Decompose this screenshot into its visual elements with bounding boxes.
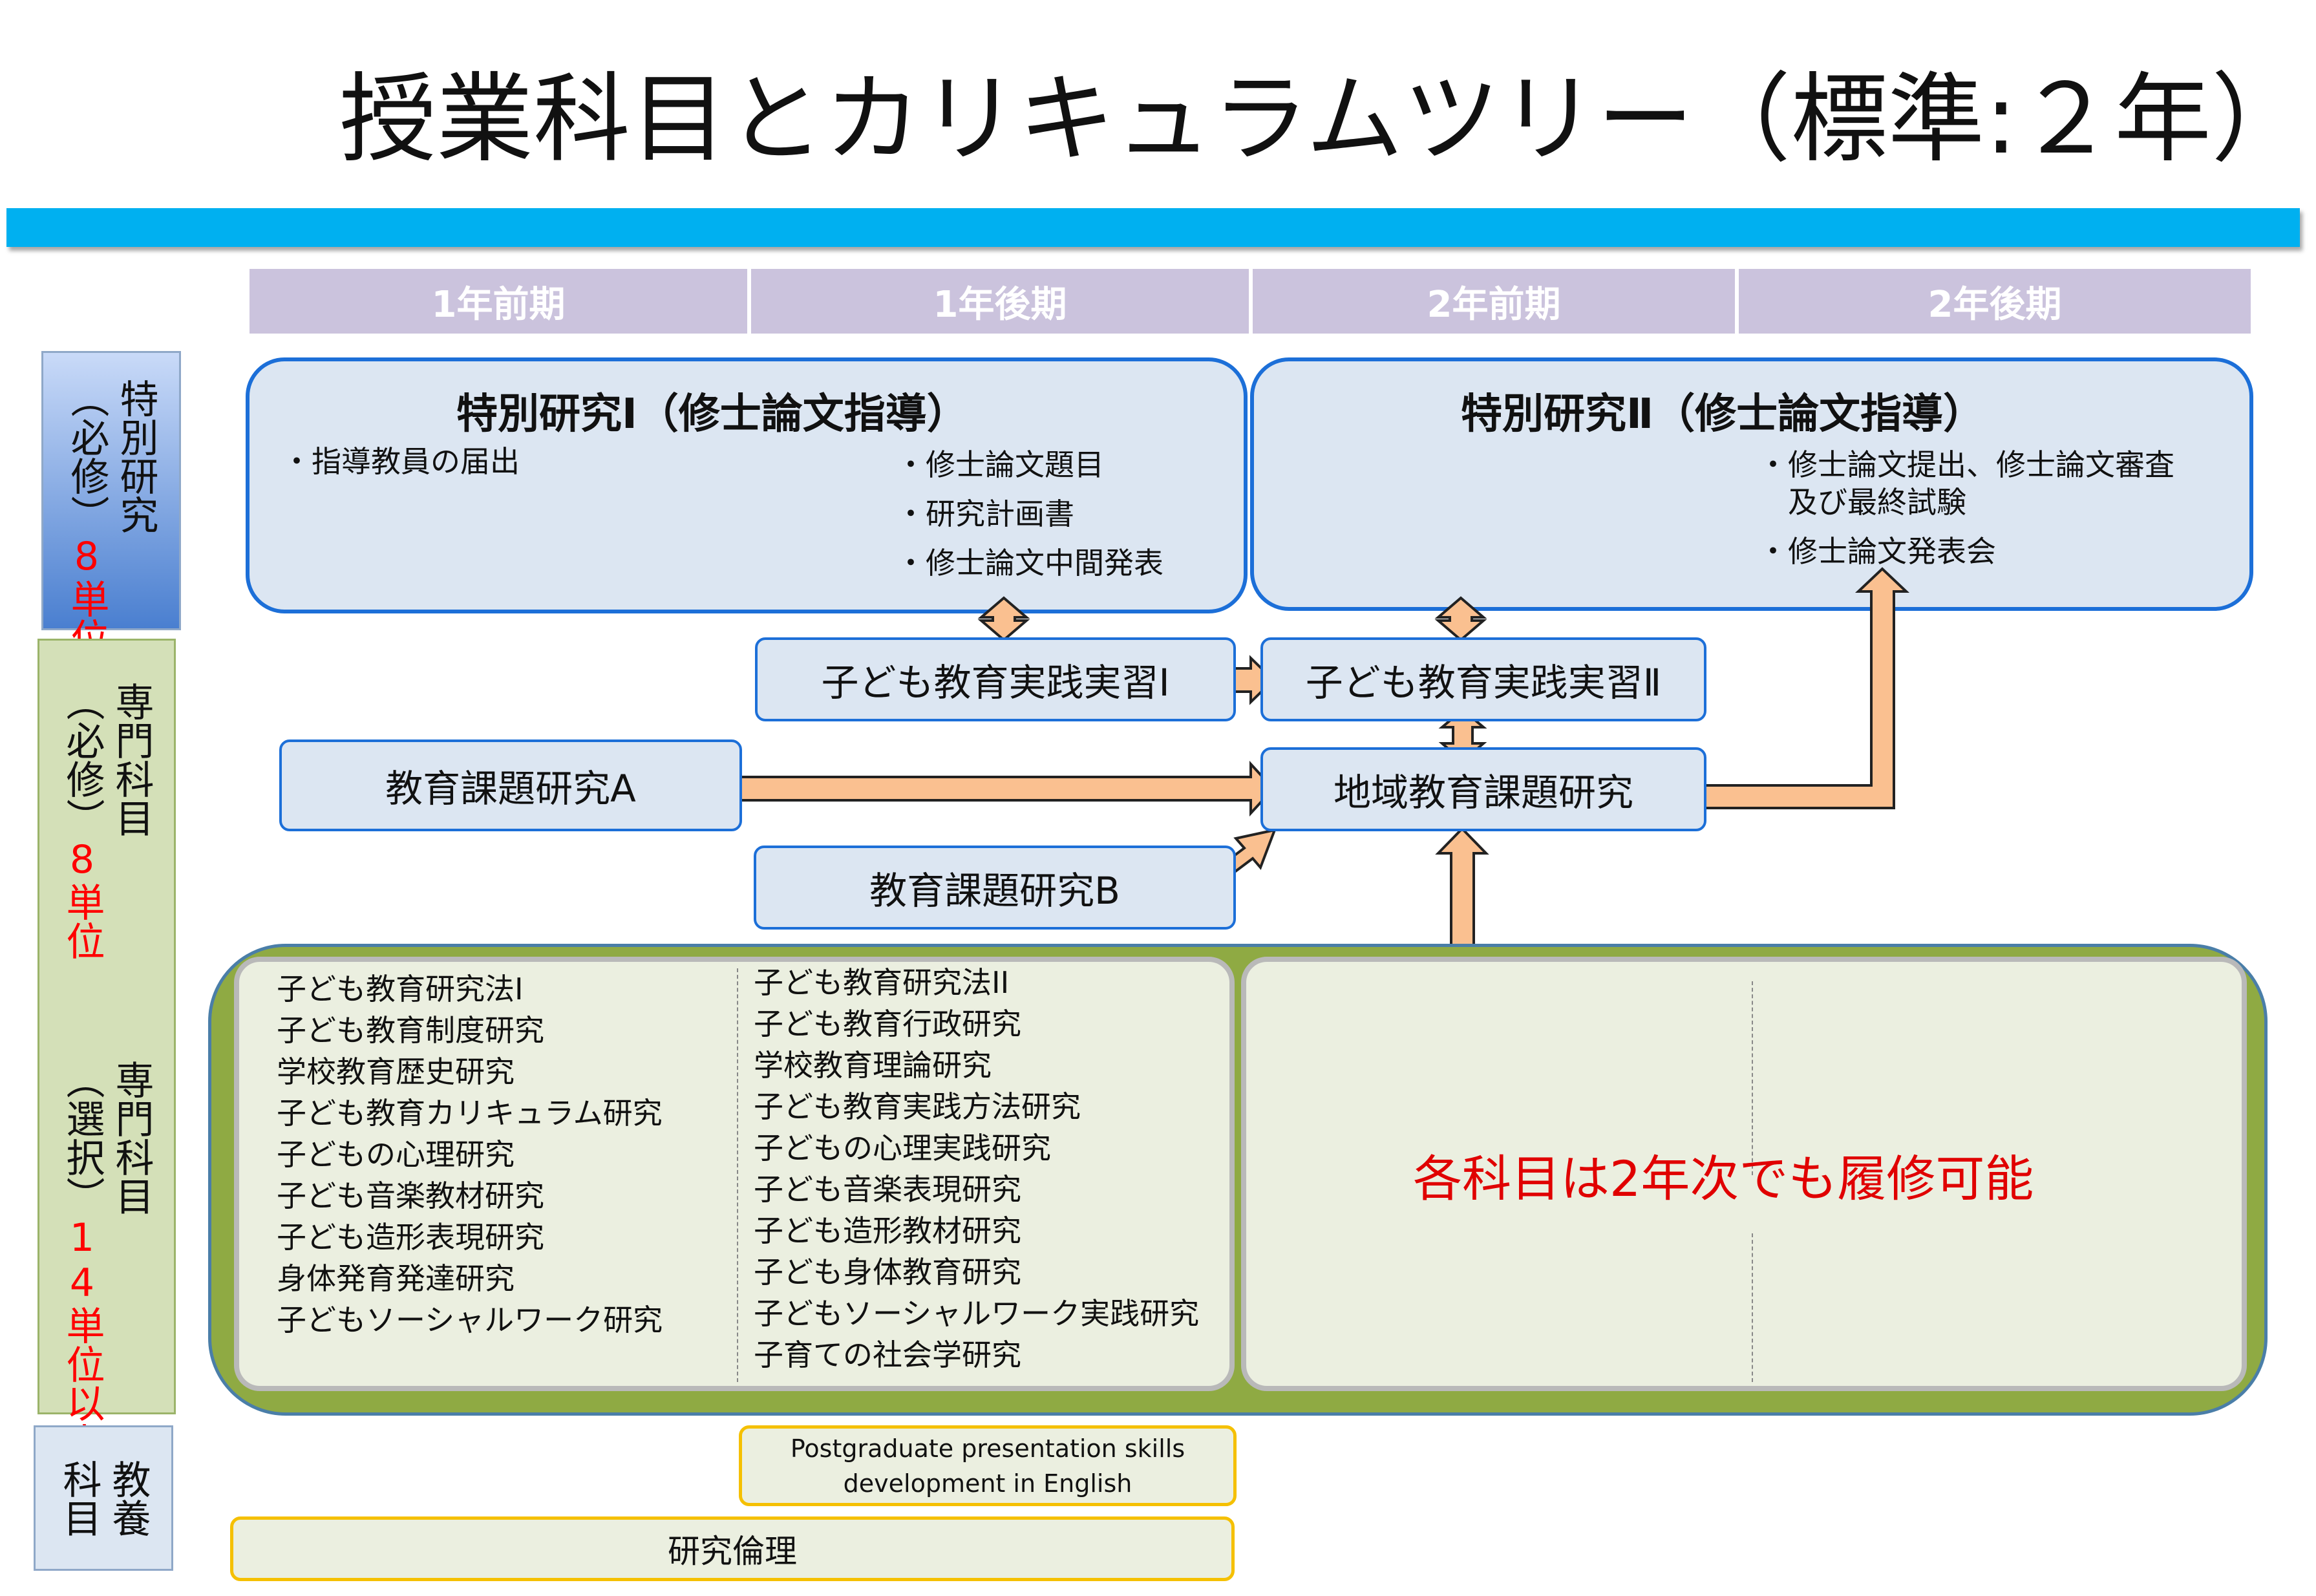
elective-course: 子ども教育カリキュラム研究 (277, 1096, 663, 1131)
research1-item: ・指導教員の届出 (282, 444, 520, 479)
semester-header-2: 1年後期 (751, 269, 1249, 334)
elective-course: 学校教育理論研究 (754, 1048, 992, 1083)
row-label-credits: 14単位以上 (59, 1215, 105, 1461)
double-arrow (1434, 596, 1487, 642)
subject-regional: 地域教育課題研究 (1260, 747, 1706, 831)
semester-header-4: 2年後期 (1739, 269, 2251, 334)
special-research-2-heading: 特別研究Ⅱ（修士論文指導） (1461, 390, 1985, 438)
row-label-credits: 8単位 (64, 534, 109, 657)
research1-item: ・修士論文中間発表 (896, 546, 1163, 580)
row-label-credits: 8単位 (59, 837, 105, 960)
elective-course: 子どもの心理実践研究 (754, 1131, 1051, 1165)
row-label-subtitle: 科目 (56, 1459, 101, 1537)
elective-course: 子ども教育実践方法研究 (754, 1089, 1081, 1124)
subject-practice-2: 子ども教育実践実習Ⅱ (1260, 637, 1706, 721)
semester-header-3: 2年前期 (1253, 269, 1735, 334)
row-label-required-specialized: 専門科目 （必修） 8単位 (37, 682, 176, 960)
course-title-line: development in English (843, 1469, 1132, 1498)
elective-note: 各科目は2年次でも履修可能 (1413, 1150, 2034, 1208)
elective-course: 身体発育発達研究 (277, 1261, 515, 1296)
research1-item: ・研究計画書 (896, 496, 1074, 531)
elective-course: 子ども音楽教材研究 (277, 1178, 544, 1213)
subject-practice-1: 子ども教育実践実習Ⅰ (755, 637, 1236, 721)
semester-header-1: 1年前期 (250, 269, 747, 334)
elective-course: 子ども教育制度研究 (277, 1013, 544, 1048)
column-divider (737, 968, 738, 1382)
row-label-title: 特別研究 (113, 379, 158, 534)
elective-course: 子ども身体教育研究 (754, 1255, 1021, 1290)
research-ethics-course: 研究倫理 (230, 1516, 1235, 1581)
row-label-title: 専門科目 (109, 1060, 154, 1215)
elective-course: 子ども教育研究法I (277, 972, 524, 1006)
elective-course: 子どもソーシャルワーク研究 (277, 1303, 663, 1337)
row-label-title: 教養 (105, 1459, 151, 1537)
row-label-title: 専門科目 (109, 682, 154, 837)
elective-course: 子どもソーシャルワーク実践研究 (754, 1296, 1200, 1331)
research1-item: ・修士論文題目 (896, 447, 1104, 482)
row-label-elective-specialized: 専門科目 （選択） 14単位以上 (37, 1060, 176, 1461)
row-label-specialized-group (37, 639, 176, 1414)
special-research-1-heading: 特別研究Ⅰ（修士論文指導） (456, 390, 968, 438)
elective-course: 子ども教育研究法II (754, 965, 1010, 1000)
research2-item: 及び最終試験 (1758, 485, 1966, 520)
subject-issue-a: 教育課題研究A (279, 739, 742, 831)
elective-course: 子ども造形表現研究 (277, 1220, 544, 1255)
research2-item: ・修士論文発表会 (1758, 534, 1996, 569)
right-arrow (713, 760, 1275, 817)
elective-course: 学校教育歴史研究 (277, 1054, 515, 1089)
special-research-2-box: 特別研究Ⅱ（修士論文指導） ・修士論文提出、修士論文審査 及び最終試験 ・修士論… (1250, 357, 2253, 611)
column-divider (1752, 1233, 1753, 1382)
research2-item: ・修士論文提出、修士論文審査 (1758, 447, 2174, 482)
elective-panel-year1 (234, 957, 1235, 1391)
english-presentation-course: Postgraduate presentation skills develop… (739, 1425, 1237, 1506)
title-underline-bar (6, 208, 2300, 247)
course-title-line: Postgraduate presentation skills (790, 1434, 1185, 1463)
elective-course: 子ども教育行政研究 (754, 1006, 1021, 1041)
elective-course: 子ども造形教材研究 (754, 1213, 1021, 1248)
row-label-general-education: 教養 科目 (34, 1425, 173, 1571)
row-label-required: （必修） (59, 682, 105, 837)
elective-course: 子ども音楽表現研究 (754, 1172, 1021, 1207)
double-arrow (977, 596, 1030, 642)
subject-issue-b: 教育課題研究B (754, 846, 1236, 930)
row-label-required: （必修） (64, 379, 109, 534)
elbow-arrow (1683, 567, 1910, 809)
row-label-elective: （選択） (59, 1060, 105, 1215)
elective-panel-year2 (1241, 957, 2247, 1391)
row-label-special-research: 特別研究 （必修） 8単位 (41, 351, 181, 657)
elective-course: 子育ての社会学研究 (754, 1337, 1021, 1372)
up-arrow (1435, 827, 1489, 946)
column-divider (1752, 981, 1753, 1175)
elective-course: 子どもの心理研究 (277, 1137, 515, 1172)
special-research-1-box: 特別研究Ⅰ（修士論文指導） ・指導教員の届出 ・修士論文題目 ・研究計画書 ・修… (246, 357, 1248, 613)
